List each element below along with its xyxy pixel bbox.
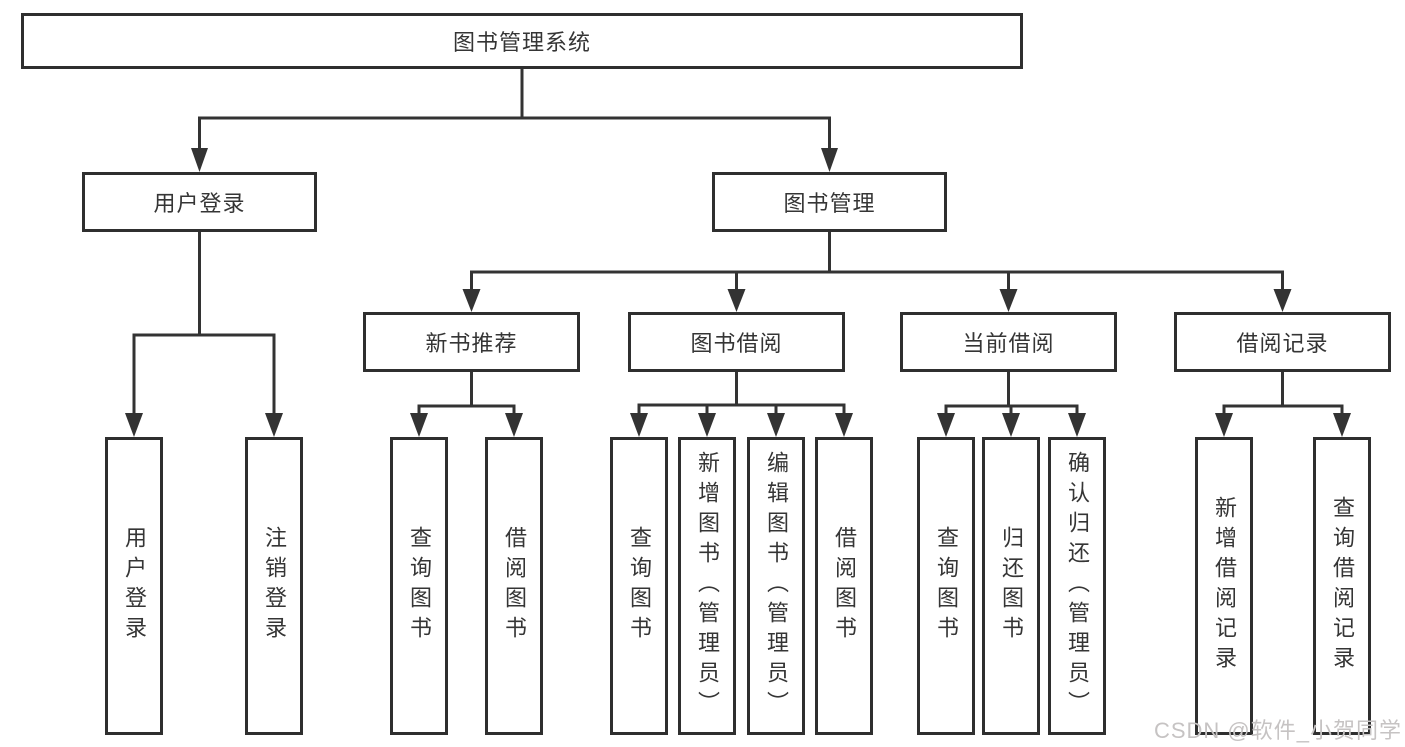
- node-label: 编辑图书（管理员）: [764, 451, 789, 721]
- node-label: 查询借阅记录: [1330, 496, 1355, 676]
- node-book-borrowing: 图书借阅: [628, 312, 845, 372]
- arrowhead: [1333, 413, 1351, 437]
- node-borrowing-records: 借阅记录: [1174, 312, 1391, 372]
- leaf-logout-login: 注销登录: [245, 437, 303, 735]
- connector-borrowing-records-to-leaves: [1215, 372, 1351, 437]
- arrowhead: [835, 413, 853, 437]
- arrowhead: [698, 413, 716, 437]
- node-book-management: 图书管理: [712, 172, 947, 232]
- leaf-user-login: 用户登录: [105, 437, 163, 735]
- leaf-current-confirm-return-admin: 确认归还（管理员）: [1048, 437, 1106, 735]
- arrowhead: [1068, 413, 1086, 437]
- leaf-current-query-books: 查询图书: [917, 437, 975, 735]
- node-label: 用户登录: [122, 526, 147, 646]
- arrowhead: [265, 413, 283, 437]
- arrowhead: [1215, 413, 1233, 437]
- watermark: CSDN @软件_小贺同学: [1153, 718, 1402, 743]
- arrowhead: [821, 148, 838, 172]
- node-label: 图书管理系统: [452, 30, 591, 55]
- node-library-management-system: 图书管理系统: [21, 13, 1023, 69]
- leaf-borrow-add-books-admin: 新增图书（管理员）: [678, 437, 736, 735]
- arrowhead: [410, 413, 428, 437]
- node-label: 查询图书: [407, 526, 432, 646]
- node-label: 借阅图书: [502, 526, 527, 646]
- node-label: 用户登录: [153, 191, 246, 216]
- connector-root-to-level2: [191, 69, 838, 172]
- leaf-recommend-borrow-books: 借阅图书: [485, 437, 543, 735]
- arrowhead: [125, 413, 143, 437]
- leaf-records-query-record: 查询借阅记录: [1313, 437, 1371, 735]
- node-label: 借阅图书: [832, 526, 857, 646]
- node-label: 注销登录: [262, 526, 287, 646]
- node-label: 查询图书: [934, 526, 959, 646]
- connector-current-borrowing-to-leaves: [937, 372, 1086, 437]
- node-user-login: 用户登录: [82, 172, 317, 232]
- leaf-records-add-record: 新增借阅记录: [1195, 437, 1253, 735]
- connector-book-borrowing-to-leaves: [630, 372, 853, 437]
- leaf-current-return-books: 归还图书: [982, 437, 1040, 735]
- arrowhead: [505, 413, 523, 437]
- arrowhead: [1273, 289, 1292, 312]
- node-new-book-recommendation: 新书推荐: [363, 312, 580, 372]
- leaf-borrow-borrow-books: 借阅图书: [815, 437, 873, 735]
- arrowhead: [630, 413, 648, 437]
- connector-book-management-to-level3: [462, 232, 1292, 312]
- node-label: 当前借阅: [962, 331, 1055, 356]
- connector-new-book-recommendation-to-leaves: [410, 372, 523, 437]
- node-label: 新书推荐: [425, 331, 518, 356]
- arrowhead: [999, 289, 1018, 312]
- leaf-recommend-query-books: 查询图书: [390, 437, 448, 735]
- node-label: 查询图书: [627, 526, 652, 646]
- leaf-borrow-query-books: 查询图书: [610, 437, 668, 735]
- arrowhead: [462, 289, 481, 312]
- arrowhead: [937, 413, 955, 437]
- leaf-borrow-edit-books-admin: 编辑图书（管理员）: [747, 437, 805, 735]
- node-current-borrowing: 当前借阅: [900, 312, 1117, 372]
- node-label: 图书管理: [783, 191, 876, 216]
- node-label: 图书借阅: [690, 331, 783, 356]
- node-label: 新增借阅记录: [1212, 496, 1237, 676]
- node-label: 新增图书（管理员）: [695, 451, 720, 721]
- node-label: 确认归还（管理员）: [1065, 451, 1090, 721]
- node-label: 借阅记录: [1236, 331, 1329, 356]
- arrowhead: [767, 413, 785, 437]
- arrowhead: [191, 148, 208, 172]
- arrowhead: [727, 289, 746, 312]
- node-label: 归还图书: [999, 526, 1024, 646]
- arrowhead: [1002, 413, 1020, 437]
- connector-user-login-to-leaves: [125, 232, 283, 437]
